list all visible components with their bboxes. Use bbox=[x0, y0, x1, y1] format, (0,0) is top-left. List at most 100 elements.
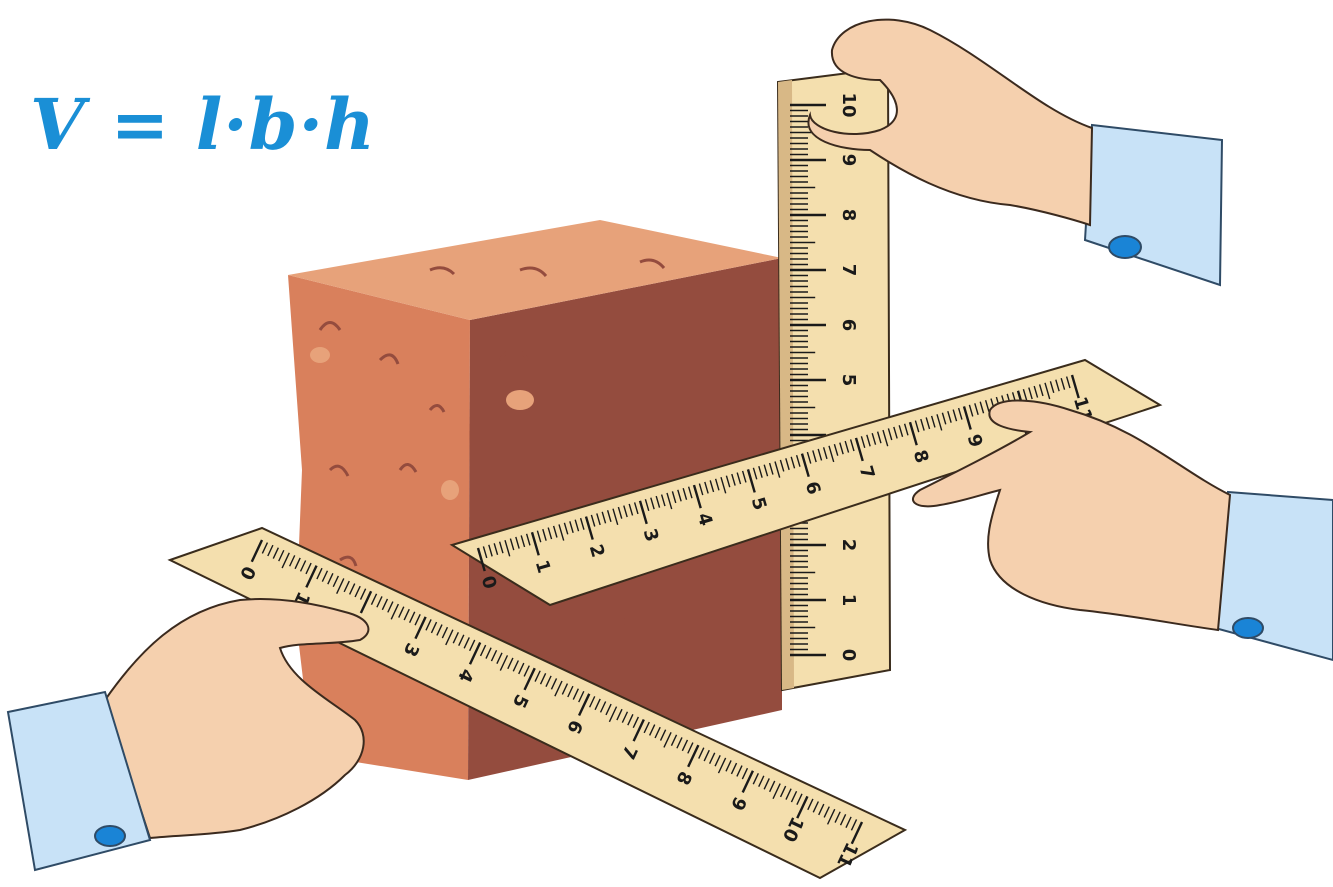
length-tick bbox=[708, 752, 716, 764]
length-tick bbox=[485, 647, 492, 659]
breadth-tick bbox=[476, 547, 486, 572]
length-tick bbox=[599, 701, 607, 713]
breadth-tick bbox=[574, 519, 580, 532]
breadth-tick bbox=[871, 432, 877, 445]
breadth-tick bbox=[547, 527, 553, 540]
breadth-label: 8 bbox=[909, 448, 933, 466]
breadth-tick bbox=[1049, 381, 1055, 394]
sleeve-right bbox=[1213, 490, 1333, 662]
length-tick bbox=[627, 714, 634, 726]
length-tick bbox=[605, 703, 612, 716]
height-ruler: 012345678910 bbox=[776, 66, 892, 692]
breadth-tick bbox=[509, 538, 515, 551]
length-tick bbox=[316, 567, 323, 580]
length-tick bbox=[839, 814, 847, 826]
length-tick bbox=[299, 560, 307, 572]
hand-right bbox=[912, 399, 1232, 632]
height-label: 8 bbox=[838, 209, 859, 222]
breadth-tick bbox=[930, 415, 936, 428]
breadth-tick bbox=[817, 448, 823, 461]
length-tick bbox=[608, 706, 618, 723]
length-tick bbox=[834, 811, 841, 823]
breadth-tick bbox=[633, 502, 639, 515]
breadth-label: 7 bbox=[855, 463, 879, 481]
length-tick bbox=[717, 757, 727, 774]
breadth-tick bbox=[768, 462, 774, 475]
breadth-tick bbox=[488, 544, 493, 557]
breadth-tick bbox=[968, 404, 974, 417]
breadth-tick bbox=[628, 503, 634, 516]
hand-left bbox=[103, 598, 370, 840]
breadth-tick bbox=[876, 431, 882, 444]
length-tick bbox=[458, 634, 465, 647]
length-tick bbox=[752, 772, 759, 785]
breadth-tick bbox=[752, 467, 758, 480]
length-tick bbox=[261, 542, 269, 554]
hand-icon-top-right bbox=[807, 18, 1224, 287]
breadth-tick bbox=[650, 497, 655, 510]
length-tick bbox=[659, 729, 667, 741]
breadth-tick bbox=[536, 530, 542, 543]
length-tick bbox=[796, 795, 809, 819]
breadth-label: 5 bbox=[747, 495, 771, 513]
breadth-tick bbox=[687, 486, 693, 499]
length-tick bbox=[499, 655, 509, 671]
length-tick bbox=[332, 575, 339, 588]
breadth-tick bbox=[925, 417, 931, 430]
breadth-tick bbox=[692, 484, 702, 509]
breadth-tick bbox=[941, 412, 947, 425]
breadth-tick bbox=[893, 426, 898, 439]
breadth-tick bbox=[671, 491, 677, 504]
length-tick bbox=[812, 801, 819, 813]
length-tick bbox=[512, 660, 519, 672]
breadth-tick bbox=[795, 455, 801, 467]
breadth-tick bbox=[677, 489, 682, 502]
length-tick bbox=[567, 685, 574, 698]
length-tick bbox=[730, 762, 738, 775]
breadth-tick bbox=[579, 517, 585, 530]
breadth-tick bbox=[979, 401, 985, 414]
breadth-tick bbox=[936, 414, 943, 431]
breadth-tick bbox=[482, 546, 488, 559]
breadth-tick bbox=[812, 450, 817, 463]
length-tick bbox=[588, 696, 596, 708]
breadth-tick bbox=[698, 483, 704, 496]
breadth-tick bbox=[903, 423, 909, 436]
length-tick bbox=[327, 573, 334, 585]
breadth-tick bbox=[839, 442, 844, 455]
breadth-tick bbox=[920, 418, 925, 431]
length-tick bbox=[539, 673, 547, 685]
breadth-tick bbox=[785, 458, 790, 471]
breadth-tick bbox=[720, 477, 727, 494]
length-tick bbox=[288, 555, 296, 567]
cufflink-icon-right bbox=[1232, 617, 1264, 639]
breadth-tick bbox=[779, 459, 785, 472]
breadth-ruler-body bbox=[449, 358, 1163, 607]
breadth-tick bbox=[493, 543, 499, 555]
breadth-tick bbox=[828, 445, 835, 463]
length-tick bbox=[387, 601, 394, 613]
length-tick bbox=[850, 821, 864, 845]
length-tick bbox=[698, 747, 705, 759]
breadth-tick bbox=[584, 516, 594, 540]
length-tick bbox=[430, 621, 438, 634]
length-tick bbox=[714, 755, 721, 767]
length-tick bbox=[654, 726, 661, 739]
breadth-tick bbox=[682, 488, 688, 500]
height-label: 5 bbox=[838, 374, 859, 387]
length-tick bbox=[370, 593, 378, 605]
length-tick bbox=[398, 606, 405, 618]
breadth-tick bbox=[962, 406, 972, 430]
length-tick bbox=[736, 765, 743, 777]
breadth-tick bbox=[844, 440, 850, 453]
hand-icon-left bbox=[6, 598, 370, 872]
length-ruler-ticks: 01234567891011 bbox=[235, 539, 864, 871]
breadth-tick bbox=[709, 480, 715, 493]
length-tick bbox=[359, 588, 367, 600]
length-tick bbox=[425, 619, 432, 631]
length-tick bbox=[468, 639, 476, 652]
breadth-tick bbox=[1022, 388, 1028, 401]
height-ruler-edge bbox=[778, 80, 794, 690]
breadth-tick bbox=[957, 407, 963, 420]
breadth-tick bbox=[655, 495, 661, 508]
